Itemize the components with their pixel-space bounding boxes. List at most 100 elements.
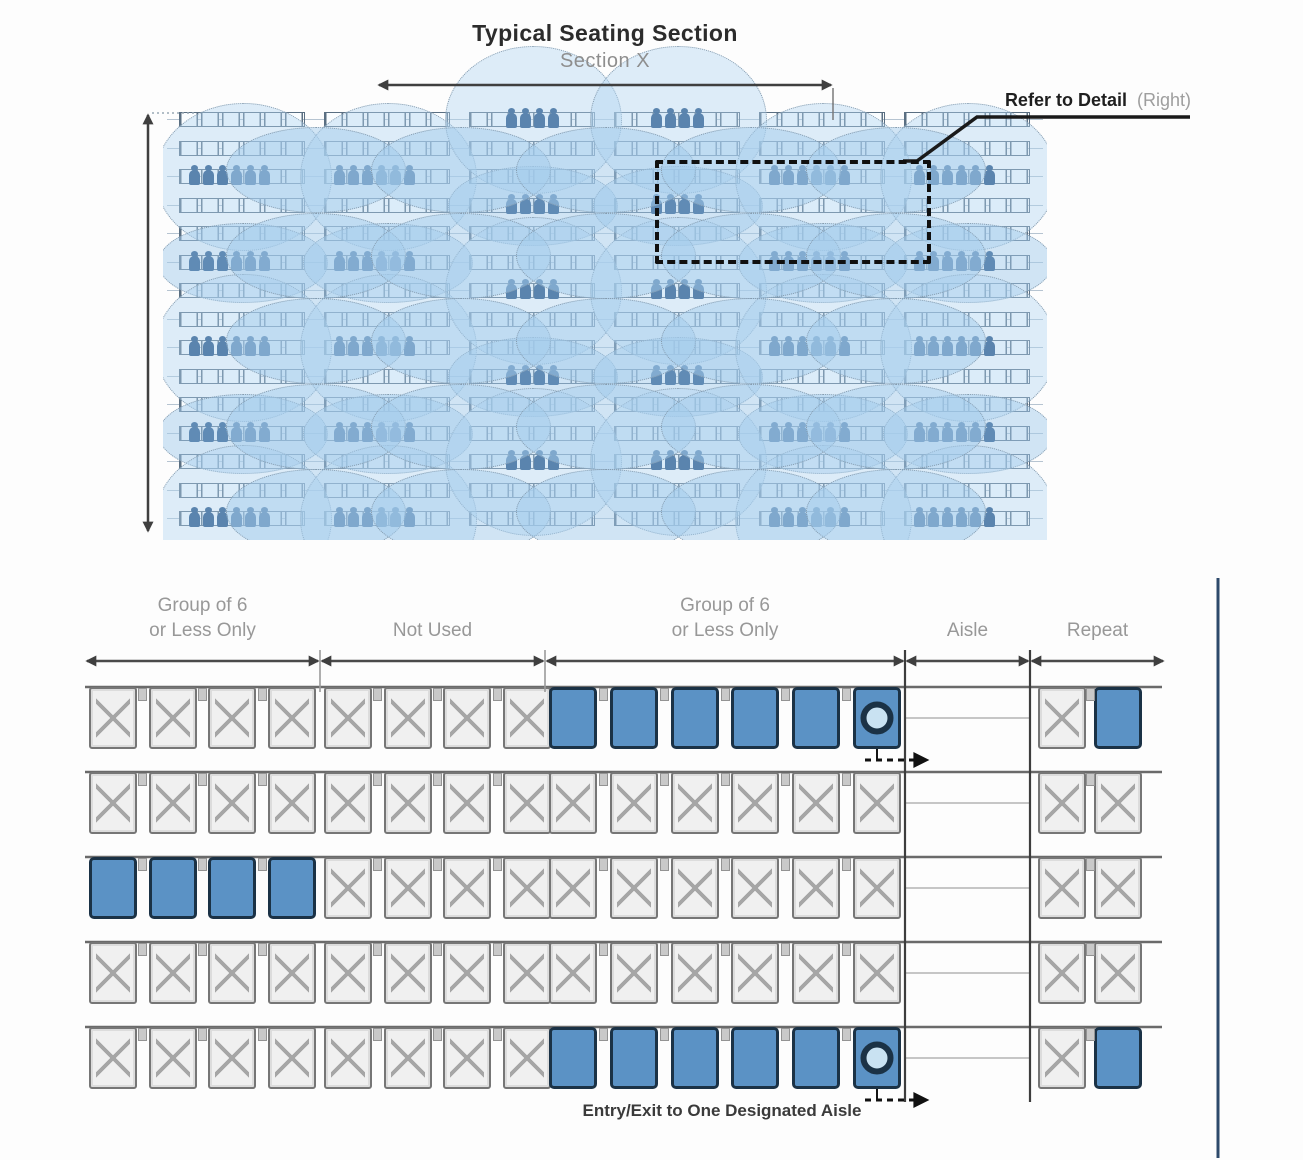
blocked-x-icon xyxy=(215,1034,250,1082)
armrest-tab xyxy=(1085,943,1095,956)
blocked-x-icon xyxy=(96,779,130,827)
armrest-tab xyxy=(842,1028,852,1041)
blocked-seat xyxy=(268,687,316,749)
blocked-seat xyxy=(443,687,492,749)
armrest-tab xyxy=(1085,773,1095,786)
blocked-x-icon xyxy=(390,1034,425,1082)
blocked-x-icon xyxy=(96,694,130,742)
section-label-line: Group of 6 xyxy=(680,595,770,616)
blocked-seat xyxy=(383,772,432,834)
armrest-tab xyxy=(198,858,207,871)
blocked-x-icon xyxy=(1045,779,1079,827)
blocked-seat xyxy=(208,687,257,749)
blocked-seat xyxy=(731,942,780,1004)
blocked-x-icon xyxy=(155,1034,190,1082)
aisle-access-circle-icon xyxy=(860,701,894,735)
blocked-seat xyxy=(148,687,197,749)
blocked-x-icon xyxy=(331,779,365,827)
blocked-seat xyxy=(1094,772,1142,834)
blocked-x-icon xyxy=(799,779,834,827)
blocked-x-icon xyxy=(450,864,485,912)
group-seat xyxy=(792,687,841,749)
blocked-x-icon xyxy=(450,779,485,827)
blocked-seat xyxy=(1038,1027,1086,1089)
blocked-x-icon xyxy=(155,694,190,742)
blocked-x-icon xyxy=(96,949,130,997)
blocked-seat xyxy=(731,857,780,919)
refer-to-detail-label: Refer to Detail (Right) xyxy=(1005,90,1191,111)
armrest-tab xyxy=(492,773,502,786)
blocked-seat xyxy=(670,857,719,919)
armrest-tab xyxy=(257,1028,267,1041)
armrest-tab xyxy=(257,688,267,701)
blocked-x-icon xyxy=(860,864,894,912)
group-seat xyxy=(731,1027,780,1089)
armrest-tab xyxy=(598,773,608,786)
blocked-x-icon xyxy=(1101,779,1135,827)
armrest-tab xyxy=(781,773,791,786)
blocked-x-icon xyxy=(860,949,894,997)
group-seat xyxy=(609,687,658,749)
group-seat xyxy=(670,1027,719,1089)
distancing-bubble xyxy=(805,298,986,384)
armrest-tab xyxy=(659,858,669,871)
armrest-tab xyxy=(1085,1028,1095,1041)
armrest-tab xyxy=(720,773,730,786)
armrest-tab xyxy=(598,688,608,701)
section-label-line: Aisle xyxy=(946,620,989,641)
armrest-tab xyxy=(373,858,383,871)
armrest-tab xyxy=(598,1028,608,1041)
blocked-seat xyxy=(792,942,841,1004)
blocked-x-icon xyxy=(155,949,190,997)
armrest-tab xyxy=(138,688,148,701)
armrest-tab xyxy=(138,773,148,786)
section-label-line: Group of 6 xyxy=(157,595,248,616)
armrest-tab xyxy=(659,688,669,701)
blocked-x-icon xyxy=(1045,949,1079,997)
blocked-x-icon xyxy=(510,949,544,997)
blocked-seat xyxy=(503,687,551,749)
armrest-tab xyxy=(781,1028,791,1041)
blocked-seat xyxy=(324,1027,372,1089)
blocked-seat xyxy=(148,1027,197,1089)
armrest-tab xyxy=(138,943,148,956)
blocked-seat xyxy=(208,1027,257,1089)
distancing-bubble xyxy=(805,212,986,299)
blocked-x-icon xyxy=(331,864,365,912)
blocked-seat xyxy=(443,857,492,919)
armrest-tab xyxy=(842,943,852,956)
blocked-x-icon xyxy=(390,949,425,997)
armrest-tab xyxy=(659,943,669,956)
group-seat-with-aisle-access xyxy=(853,687,901,749)
armrest-tab xyxy=(1085,688,1095,701)
blocked-x-icon xyxy=(677,779,712,827)
blocked-x-icon xyxy=(1045,864,1079,912)
blocked-x-icon xyxy=(155,779,190,827)
blocked-x-icon xyxy=(96,1034,130,1082)
armrest-tab xyxy=(257,943,267,956)
section-label-line: Not Used xyxy=(392,620,473,641)
blocked-seat xyxy=(1038,772,1086,834)
blocked-seat xyxy=(208,942,257,1004)
blocked-seat xyxy=(609,857,658,919)
armrest-tab xyxy=(659,1028,669,1041)
armrest-tab xyxy=(492,858,502,871)
armrest-tab xyxy=(257,773,267,786)
diagram-title: Typical Seating Section xyxy=(472,20,738,46)
group-seat xyxy=(792,1027,841,1089)
group-seat xyxy=(1094,687,1142,749)
armrest-tab xyxy=(781,943,791,956)
group-seat xyxy=(1094,1027,1142,1089)
armrest-tab xyxy=(598,943,608,956)
armrest-tab xyxy=(373,688,383,701)
blocked-x-icon xyxy=(275,949,309,997)
blocked-x-icon xyxy=(450,949,485,997)
group-seat-with-aisle-access xyxy=(853,1027,901,1089)
blocked-seat xyxy=(324,772,372,834)
group-seat xyxy=(268,857,316,919)
blocked-seat xyxy=(443,772,492,834)
blocked-seat xyxy=(792,772,841,834)
blocked-seat xyxy=(268,1027,316,1089)
